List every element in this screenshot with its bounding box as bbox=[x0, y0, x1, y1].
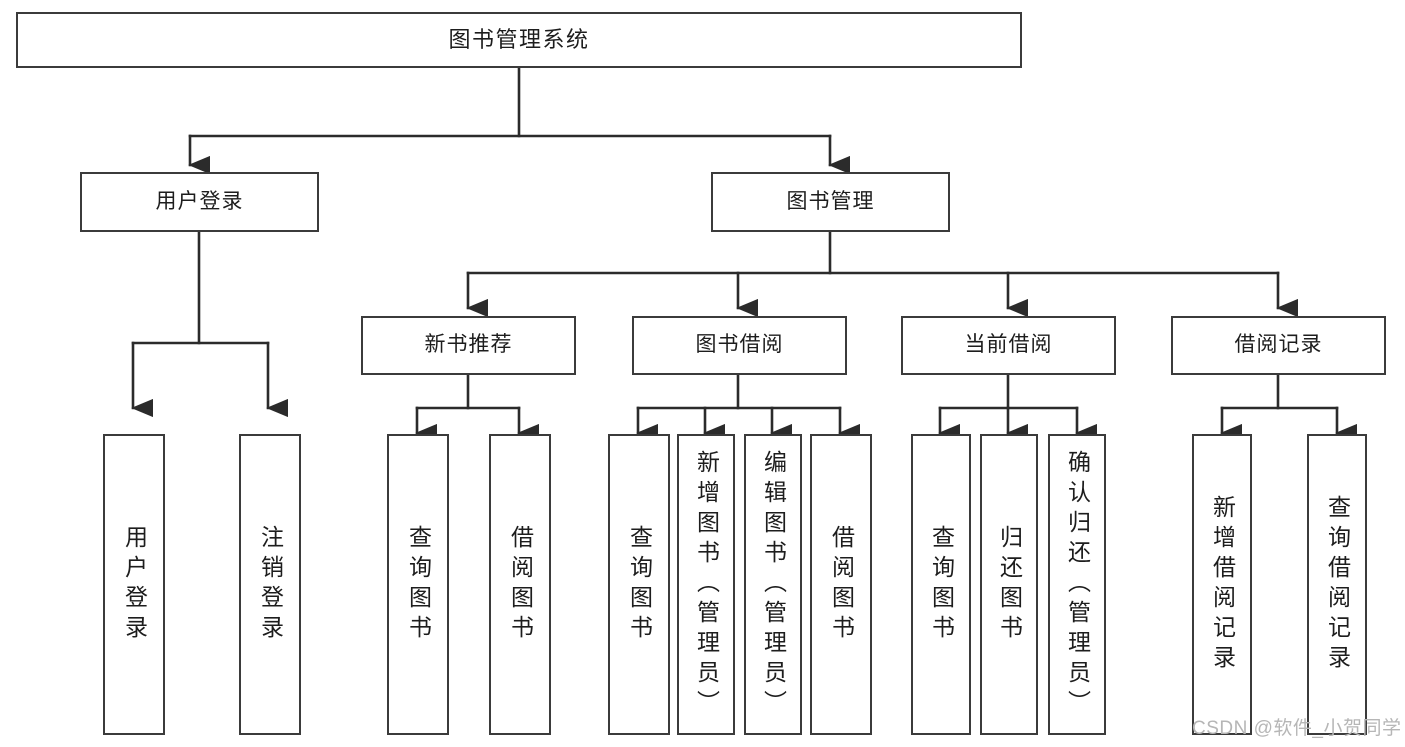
node-book-borrow[interactable]: 图书借阅 bbox=[632, 316, 847, 375]
node-book-manage-label: 图书管理 bbox=[786, 189, 875, 213]
node-book-borrow-label: 图书借阅 bbox=[695, 333, 784, 357]
leaf-borrow-record-0[interactable]: 新增借阅记录 bbox=[1192, 434, 1252, 735]
leaf-current-borrow-1-label: 归还图书 bbox=[996, 524, 1023, 645]
leaf-new-book-0[interactable]: 查询图书 bbox=[387, 434, 449, 735]
node-current-borrow[interactable]: 当前借阅 bbox=[901, 316, 1116, 375]
node-borrow-record-label: 借阅记录 bbox=[1234, 333, 1323, 357]
node-root-label: 图书管理系统 bbox=[448, 27, 590, 53]
watermark-text: CSDN @软件_小贺同学 bbox=[1192, 718, 1402, 739]
leaf-book-borrow-3-label: 借阅图书 bbox=[828, 524, 855, 645]
leaf-user-login-0-label: 用户登录 bbox=[121, 524, 148, 645]
leaf-user-login-1[interactable]: 注销登录 bbox=[239, 434, 301, 735]
node-user-login[interactable]: 用户登录 bbox=[80, 172, 319, 232]
leaf-borrow-record-0-label: 新增借阅记录 bbox=[1209, 494, 1236, 675]
leaf-book-borrow-0[interactable]: 查询图书 bbox=[608, 434, 670, 735]
leaf-user-login-1-label: 注销登录 bbox=[257, 524, 284, 645]
leaf-current-borrow-0-label: 查询图书 bbox=[928, 524, 955, 645]
leaf-current-borrow-2[interactable]: 确认归还（管理员） bbox=[1048, 434, 1106, 735]
leaf-current-borrow-1[interactable]: 归还图书 bbox=[980, 434, 1038, 735]
leaf-book-borrow-2-label: 编辑图书（管理员） bbox=[760, 449, 787, 720]
leaf-new-book-1[interactable]: 借阅图书 bbox=[489, 434, 551, 735]
leaf-borrow-record-1-label: 查询借阅记录 bbox=[1324, 494, 1351, 675]
leaf-book-borrow-0-label: 查询图书 bbox=[626, 524, 653, 645]
node-new-book-recommend-label: 新书推荐 bbox=[424, 333, 513, 357]
leaf-book-borrow-1-label: 新增图书（管理员） bbox=[693, 449, 720, 720]
node-book-manage[interactable]: 图书管理 bbox=[711, 172, 950, 232]
node-root[interactable]: 图书管理系统 bbox=[16, 12, 1022, 68]
leaf-book-borrow-2[interactable]: 编辑图书（管理员） bbox=[744, 434, 802, 735]
leaf-new-book-0-label: 查询图书 bbox=[405, 524, 432, 645]
leaf-book-borrow-1[interactable]: 新增图书（管理员） bbox=[677, 434, 735, 735]
leaf-current-borrow-0[interactable]: 查询图书 bbox=[911, 434, 971, 735]
node-borrow-record[interactable]: 借阅记录 bbox=[1171, 316, 1386, 375]
node-new-book-recommend[interactable]: 新书推荐 bbox=[361, 316, 576, 375]
leaf-book-borrow-3[interactable]: 借阅图书 bbox=[810, 434, 872, 735]
leaf-current-borrow-2-label: 确认归还（管理员） bbox=[1064, 449, 1091, 720]
leaf-new-book-1-label: 借阅图书 bbox=[507, 524, 534, 645]
node-user-login-label: 用户登录 bbox=[155, 189, 244, 213]
leaf-user-login-0[interactable]: 用户登录 bbox=[103, 434, 165, 735]
leaf-borrow-record-1[interactable]: 查询借阅记录 bbox=[1307, 434, 1367, 735]
node-current-borrow-label: 当前借阅 bbox=[964, 333, 1053, 357]
